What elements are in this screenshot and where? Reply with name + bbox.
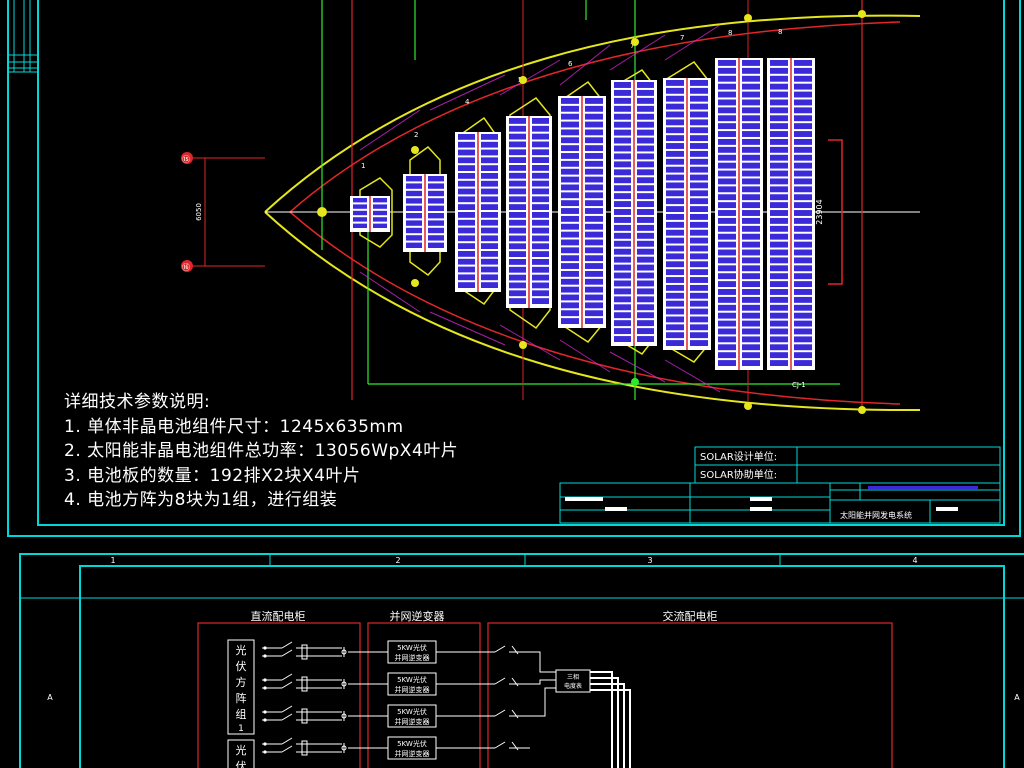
ac-output-bus: [590, 671, 631, 768]
meter-label-bottom: 电度表: [564, 682, 582, 690]
pv-panel-arrays: [350, 58, 815, 370]
bottom-sheet-frame: [19, 553, 1024, 768]
section-ac-cabinet: 交流配电柜: [663, 609, 718, 623]
svg-text:1: 1: [361, 162, 365, 170]
svg-text:7: 7: [630, 42, 634, 50]
meter-label-top: 三相: [567, 673, 579, 681]
pv-group-1-box: [227, 639, 255, 735]
row-letter-left: A: [47, 693, 53, 702]
pv-array-column: [455, 132, 501, 292]
design-unit-label: SOLAR设计单位:: [700, 450, 777, 463]
inverter-label: 5KW光伏: [397, 739, 427, 748]
svg-text:2: 2: [395, 556, 400, 565]
pv-array-column: [663, 78, 711, 350]
three-phase-meter: [555, 669, 591, 693]
note-3: 3. 电池板的数量：192排X2块X4叶片: [64, 465, 361, 486]
inverter-label: 5KW光伏: [397, 707, 427, 716]
inverter-sublabel: 并网逆变器: [395, 717, 430, 726]
pv-array-column: [611, 80, 657, 346]
technical-notes: 详细技术参数说明: 1. 单体非晶电池组件尺寸：1245x635mm 2. 太阳…: [64, 390, 458, 513]
svg-text:1: 1: [110, 556, 115, 565]
note-4: 4. 电池方阵为8块为1组，进行组装: [64, 490, 338, 510]
blade-hatch-lines: [359, 24, 721, 393]
section-inverter: 并网逆变器: [390, 609, 445, 623]
inverter-sublabel: 并网逆变器: [395, 653, 430, 662]
notes-title: 详细技术参数说明:: [64, 392, 211, 412]
bottom-sheet-grid: [20, 554, 1024, 599]
pv-array-column: [715, 58, 763, 370]
svg-text:方: 方: [236, 675, 247, 689]
pv-array-column: [350, 196, 390, 232]
pv-group-1-label: 光 伏 方 阵 组 1: [236, 643, 247, 734]
svg-text:3: 3: [647, 556, 652, 565]
pv-group-2-label: 光 伏: [236, 743, 247, 768]
svg-text:6: 6: [568, 60, 573, 68]
section-dc-cabinet: 直流配电柜: [251, 609, 306, 623]
pv-array-column: [506, 116, 552, 308]
section-boxes: [197, 622, 893, 768]
bottom-column-numbers: 1 2 3 4: [110, 556, 917, 565]
connector-markers: [317, 10, 866, 414]
dimension-right-height: 23904: [815, 199, 824, 224]
pv-array-column: [403, 174, 447, 252]
inverter-label: 5KW光伏: [397, 643, 427, 652]
top-left-title-strip: [8, 0, 38, 73]
svg-text:8: 8: [778, 28, 782, 36]
marker-15: ⑮: [182, 155, 190, 164]
svg-text:4: 4: [465, 98, 470, 106]
meter-feeders: [530, 651, 556, 717]
title-block: [559, 446, 1001, 524]
note-1: 1. 单体非晶电池组件尺寸：1245x635mm: [64, 416, 404, 437]
svg-text:4: 4: [912, 556, 917, 565]
pv-array-column: [767, 58, 815, 370]
svg-text:7: 7: [680, 34, 684, 42]
title-block-fills: [565, 486, 978, 511]
inverter-label: 5KW光伏: [397, 675, 427, 684]
svg-text:8: 8: [728, 29, 732, 37]
inverter-sublabel: 并网逆变器: [395, 749, 430, 758]
svg-text:1: 1: [238, 724, 244, 734]
right-array-bracket: [828, 139, 843, 285]
inverter-sublabel: 并网逆变器: [395, 685, 430, 694]
pv-group-2-box: [227, 739, 255, 768]
svg-text:伏: 伏: [236, 759, 247, 768]
svg-text:组: 组: [236, 707, 247, 721]
marker-16: ⑯: [182, 263, 190, 272]
svg-text:阵: 阵: [236, 691, 247, 705]
top-sheet-frame: [7, 0, 1021, 537]
svg-text:光: 光: [236, 743, 247, 757]
pv-array-column: [558, 96, 606, 328]
svg-text:2: 2: [414, 131, 418, 139]
left-markers: [181, 152, 193, 272]
assist-unit-label: SOLAR协助单位:: [700, 468, 777, 481]
left-dimension: [190, 157, 265, 267]
dimension-left-height: 6050: [195, 203, 203, 221]
drawing-name: 太阳能并网发电系统: [840, 510, 912, 520]
note-2: 2. 太阳能非晶电池组件总功率：13056WpX4叶片: [64, 441, 459, 461]
svg-text:光: 光: [236, 643, 247, 657]
row-letter-right: A: [1014, 693, 1020, 702]
tag-cj1: CJ-1: [792, 381, 806, 389]
svg-text:伏: 伏: [236, 659, 247, 673]
